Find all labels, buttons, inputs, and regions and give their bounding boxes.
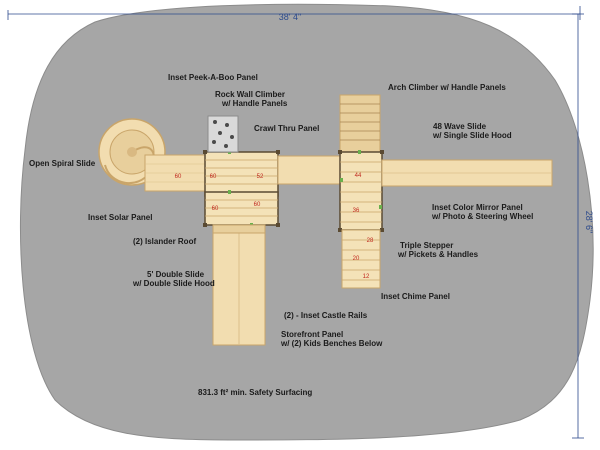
deck-height-label: 44: [355, 173, 362, 179]
label-triple-stepper: Triple Stepper: [400, 241, 453, 250]
left-tower-lower-planks: [205, 199, 278, 217]
deck-height-label: 60: [175, 174, 182, 180]
right-tower-deck: [339, 151, 383, 231]
label-peekaboo-panel: Inset Peek-A-Boo Panel: [168, 73, 258, 82]
label-wave-slide: 48 Wave Slide: [433, 122, 487, 131]
deck-height-label: 52: [257, 174, 264, 180]
label-inset-solar-panel: Inset Solar Panel: [88, 213, 152, 222]
crawl-thru-bridge: [277, 155, 341, 185]
label-open-spiral-slide: Open Spiral Slide: [29, 159, 96, 168]
deck-height-label: 20: [353, 256, 360, 262]
left-tower-lower-deck: [204, 191, 279, 226]
right-tower-planks: [340, 161, 382, 223]
label-storefront-panel: Storefront Panel: [281, 330, 343, 339]
deck-height-label: 28: [367, 238, 374, 244]
label-arch-climber: Arch Climber w/ Handle Panels: [388, 83, 506, 92]
label-castle-rails: (2) - Inset Castle Rails: [284, 311, 368, 320]
label-safety-surfacing: 831.3 ft² min. Safety Surfacing: [198, 388, 312, 397]
double-slide-hood: [212, 224, 266, 234]
label-double-slide: 5' Double Slide: [147, 270, 205, 279]
left-tower-walkway-planks: [145, 163, 210, 183]
deck-height-label: 60: [210, 174, 217, 180]
label-stepper-pickets: w/ Pickets & Handles: [397, 250, 479, 259]
deck-height-label: 12: [363, 274, 370, 280]
label-islander-roof: (2) Islander Roof: [133, 237, 196, 246]
arch-climber: [339, 94, 381, 154]
deck-height-label: 60: [254, 202, 261, 208]
rock-wall-climber: [207, 115, 239, 153]
width-dimension-label: 38' 4": [279, 12, 301, 22]
label-kids-benches: w/ (2) Kids Benches Below: [280, 339, 383, 348]
deck-height-label: 60: [212, 206, 219, 212]
triple-stepper: [341, 229, 381, 289]
deck-height-label: 36: [353, 208, 360, 214]
label-double-slide-hood: w/ Double Slide Hood: [132, 279, 215, 288]
label-wave-slide-hood: w/ Single Slide Hood: [432, 131, 512, 140]
triple-stepper-steps: [342, 239, 380, 281]
left-tower-posts: [203, 150, 280, 227]
safety-surfacing-area: [19, 3, 594, 441]
height-dimension-label: 28' 6": [584, 211, 594, 233]
label-rock-wall-handles: w/ Handle Panels: [221, 99, 288, 108]
label-crawl-thru-panel: Crawl Thru Panel: [254, 124, 319, 133]
label-inset-chime-panel: Inset Chime Panel: [381, 292, 450, 301]
right-tower-posts: [338, 150, 384, 232]
label-rock-wall-climber: Rock Wall Climber: [215, 90, 285, 99]
label-inset-color-mirror: Inset Color Mirror Panel: [432, 203, 523, 212]
label-mirror-steering-wheel: w/ Photo & Steering Wheel: [431, 212, 533, 221]
green-markers-right: [340, 150, 382, 209]
